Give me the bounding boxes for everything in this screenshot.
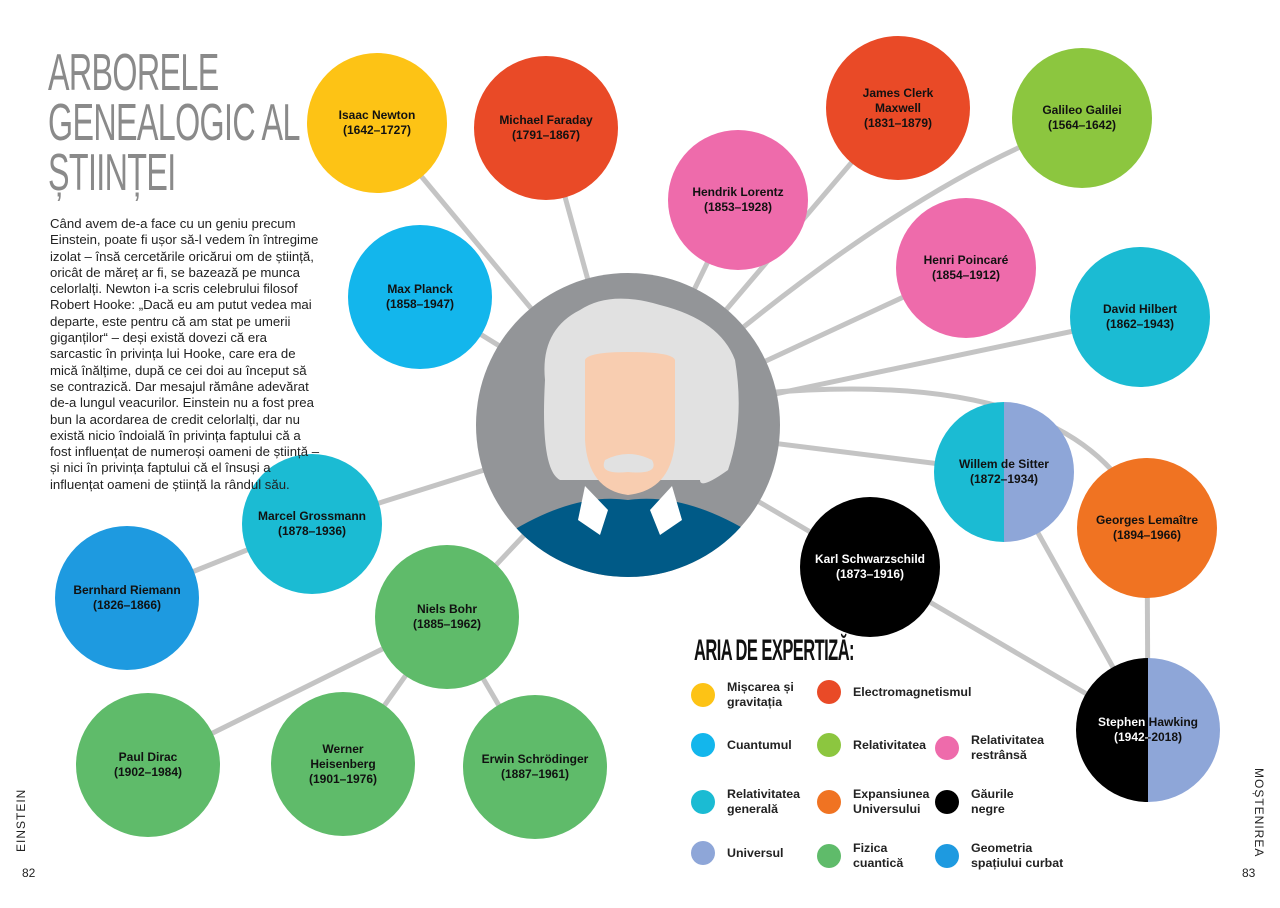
scientist-years: (1826–1866) <box>92 598 162 612</box>
legend-label: Relativitatea restrânsă <box>971 733 1045 762</box>
legend-item: Relativitatea generală <box>691 787 827 817</box>
section-label-right: MOȘTENIREA <box>1252 768 1266 858</box>
scientist-name: James Clerk Maxwell <box>862 85 934 115</box>
title-line: ȘTIINȚEI <box>48 144 176 202</box>
legend-label: Universul <box>727 845 784 860</box>
page-number-left: 82 <box>22 866 36 880</box>
einstein-portrait <box>476 273 780 577</box>
node-heisenberg: Werner Heisenberg(1901–1976) <box>271 692 415 836</box>
scientist-name: Niels Bohr <box>416 602 477 616</box>
scientist-years: (1642–1727) <box>342 123 412 137</box>
color-dot-icon <box>691 733 715 757</box>
page-number-right: 83 <box>1242 866 1256 880</box>
legend-item: Relativitatea <box>817 733 953 757</box>
node-lorentz: Hendrik Lorentz(1853–1928) <box>668 130 808 270</box>
color-dot-icon <box>817 733 841 757</box>
scientist-years: (1878–1936) <box>277 524 347 538</box>
scientist-years: (1831–1879) <box>863 115 933 130</box>
legend-label: Cuantumul <box>727 737 792 752</box>
node-dirac: Paul Dirac(1902–1984) <box>76 693 220 837</box>
scientist-name: Willem de Sitter <box>959 457 1049 471</box>
scientist-years: (1873–1916) <box>835 567 905 581</box>
node-hilbert: David Hilbert(1862–1943) <box>1070 247 1210 387</box>
legend-label: Relativitatea generală <box>727 787 801 816</box>
scientist-name: Paul Dirac <box>118 750 178 764</box>
scientist-name: Karl Schwarzschild <box>814 552 926 566</box>
scientist-name: Stephen Hawking <box>1088 715 1208 730</box>
legend-item: Expansiunea Universului <box>817 787 953 817</box>
color-dot-icon <box>935 844 959 868</box>
node-grossmann: Marcel Grossmann(1878–1936) <box>242 454 382 594</box>
legend-label: Relativitatea <box>853 737 927 752</box>
node-desitter: Willem de Sitter(1872–1934) <box>934 402 1074 542</box>
section-label-left: EINSTEIN <box>14 788 28 852</box>
legend-item: Geometria spațiului curbat <box>935 841 1081 871</box>
legend-label: Expansiunea Universului <box>853 787 930 816</box>
color-dot-icon <box>817 680 841 704</box>
legend-item: Fizica cuantică <box>817 841 913 871</box>
scientist-name: Isaac Newton <box>338 108 416 122</box>
scientist-years: (1862–1943) <box>1105 317 1175 331</box>
intro-text: Când avem de-a face cu un geniu precum E… <box>50 216 320 492</box>
legend-item: Relativitatea restrânsă <box>935 733 1071 763</box>
scientist-years: (1564–1642) <box>1047 118 1117 132</box>
scientist-name: Werner Heisenberg <box>310 741 376 771</box>
scientist-name: Michael Faraday <box>499 113 593 127</box>
node-bohr: Niels Bohr(1885–1962) <box>375 545 519 689</box>
node-poincare: Henri Poincaré(1854–1912) <box>896 198 1036 338</box>
node-schwarzschild: Karl Schwarzschild(1873–1916) <box>800 497 940 637</box>
scientist-years: (1872–1934) <box>969 472 1039 486</box>
scientist-years: (1887–1961) <box>500 767 570 781</box>
color-dot-icon <box>691 790 715 814</box>
legend-label: Geometria spațiului curbat <box>971 841 1064 870</box>
scientist-name: David Hilbert <box>1102 302 1177 316</box>
color-dot-icon <box>691 683 715 707</box>
color-dot-icon <box>935 790 959 814</box>
legend-item: Universul <box>691 841 827 865</box>
scientist-name: Marcel Grossmann <box>257 509 367 523</box>
node-faraday: Michael Faraday(1791–1867) <box>474 56 618 200</box>
legend-label: Mișcarea și gravitația <box>727 680 794 709</box>
scientist-name: Galileo Galilei <box>1042 103 1122 117</box>
legend-title: ARIA DE EXPERTIZĂ: <box>694 634 855 667</box>
legend-label: Fizica cuantică <box>853 841 904 870</box>
scientist-years: (1791–1867) <box>511 128 581 142</box>
scientist-name: Erwin Schrödinger <box>481 752 589 766</box>
scientist-name: Henri Poincaré <box>923 253 1009 267</box>
legend-item: Găurile negre <box>935 787 1031 817</box>
scientist-name: Bernhard Riemann <box>73 583 181 597</box>
color-dot-icon <box>691 841 715 865</box>
scientist-years: (1858–1947) <box>385 297 455 311</box>
legend-item: Cuantumul <box>691 733 827 757</box>
node-lemaitre: Georges Lemaître(1894–1966) <box>1077 458 1217 598</box>
color-dot-icon <box>817 844 841 868</box>
legend-label: Electromagnetismul <box>853 684 972 699</box>
color-dot-icon <box>817 790 841 814</box>
scientist-years: (1854–1912) <box>931 268 1001 282</box>
node-hawking: Stephen Hawking(1942–2018) <box>1076 658 1220 802</box>
legend-item: Mișcarea și gravitația <box>691 680 827 710</box>
title-line: ARBORELE <box>48 44 219 102</box>
node-planck: Max Planck(1858–1947) <box>348 225 492 369</box>
scientist-years: (1885–1962) <box>412 617 482 631</box>
scientist-name: Georges Lemaître <box>1095 513 1199 527</box>
scientist-years: (1894–1966) <box>1112 528 1182 542</box>
legend-item: Electromagnetismul <box>817 680 993 704</box>
node-riemann: Bernhard Riemann(1826–1866) <box>55 526 199 670</box>
scientist-name: Max Planck <box>387 282 453 296</box>
node-maxwell: James Clerk Maxwell(1831–1879) <box>826 36 970 180</box>
scientist-years: (1853–1928) <box>703 200 773 214</box>
scientist-years: (1942–2018) <box>1104 730 1192 745</box>
scientist-name: Hendrik Lorentz <box>692 185 784 199</box>
node-newton: Isaac Newton(1642–1727) <box>307 53 447 193</box>
legend-label: Găurile negre <box>971 787 1014 816</box>
color-dot-icon <box>935 736 959 760</box>
scientist-years: (1901–1976) <box>308 771 378 786</box>
node-schrodinger: Erwin Schrödinger(1887–1961) <box>463 695 607 839</box>
scientist-years: (1902–1984) <box>113 765 183 779</box>
node-galilei: Galileo Galilei(1564–1642) <box>1012 48 1152 188</box>
